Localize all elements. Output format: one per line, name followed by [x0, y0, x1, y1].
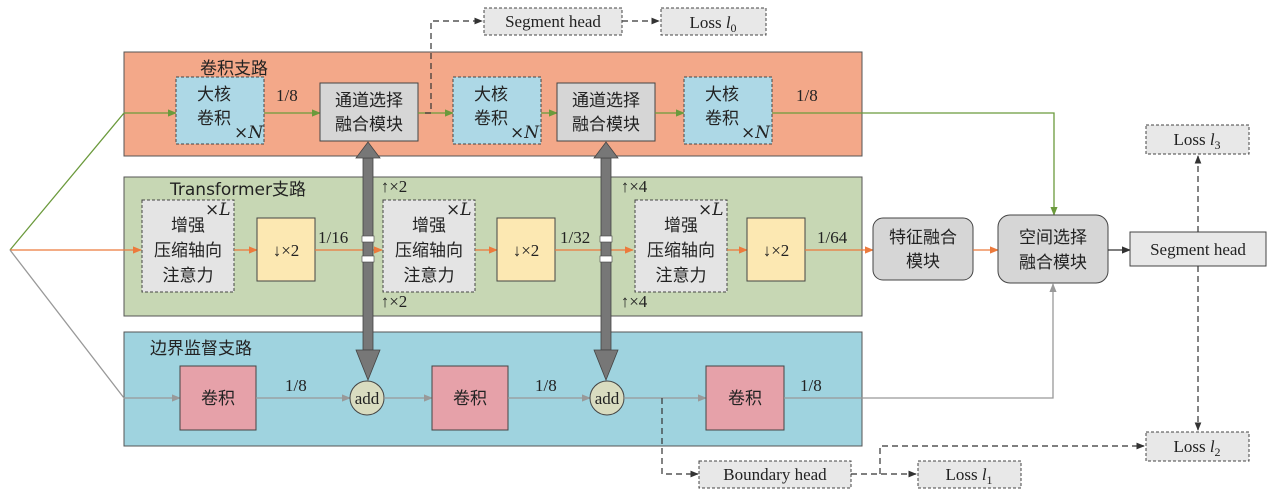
downsample-block-1: ↓×2 — [256, 217, 316, 282]
add-node-1: add — [349, 380, 385, 416]
segment-head-main: Segment head — [1129, 231, 1267, 267]
loss-l1: Loss l1 — [917, 460, 1022, 489]
aux-segment-head-path — [425, 17, 660, 114]
svg-text:×L: ×L — [446, 200, 472, 220]
svg-text:↓×2: ↓×2 — [513, 241, 540, 260]
boundary-ratio-1: 1/8 — [285, 376, 307, 395]
svg-text:卷积: 卷积 — [728, 389, 762, 409]
svg-text:特征融合: 特征融合 — [889, 228, 957, 248]
svg-text:压缩轴向: 压缩轴向 — [395, 241, 463, 261]
enhanced-axial-attention-3: ×L 增强 压缩轴向 注意力 — [634, 199, 728, 293]
segment-head-top: Segment head — [483, 7, 623, 36]
svg-text:大核: 大核 — [705, 85, 739, 105]
svg-text:Segment head: Segment head — [505, 12, 601, 31]
conv-branch-title: 卷积支路 — [200, 59, 268, 79]
svg-text:Loss l0: Loss l0 — [689, 13, 736, 35]
feature-fusion-module: 特征融合 模块 — [872, 217, 974, 281]
svg-text:注意力: 注意力 — [404, 266, 455, 286]
conv-ratio-2: 1/8 — [796, 86, 818, 105]
svg-text:↓×2: ↓×2 — [763, 241, 790, 260]
upsample-label-1b: ↑×2 — [381, 292, 408, 311]
downsample-block-2: ↓×2 — [496, 217, 556, 282]
svg-text:Boundary head: Boundary head — [723, 465, 827, 484]
loss-l3: Loss l3 — [1145, 124, 1250, 155]
svg-text:Segment head: Segment head — [1150, 240, 1246, 259]
boundary-conv-block-1: 卷积 — [179, 365, 257, 431]
svg-text:模块: 模块 — [906, 252, 940, 272]
transformer-ratio-2: 1/32 — [560, 228, 590, 247]
large-kernel-conv-block-2: 大核 卷积 ×N — [452, 76, 542, 145]
svg-text:增强: 增强 — [664, 216, 698, 236]
enhanced-axial-attention-2: ×L 增强 压缩轴向 注意力 — [382, 199, 476, 293]
svg-text:通道选择: 通道选择 — [335, 91, 403, 111]
boundary-conv-block-3: 卷积 — [705, 365, 785, 431]
svg-text:空间选择: 空间选择 — [1019, 228, 1087, 248]
boundary-head: Boundary head — [698, 460, 852, 489]
svg-text:卷积: 卷积 — [201, 389, 235, 409]
upsample-label-2b: ↑×4 — [621, 292, 648, 311]
svg-text:注意力: 注意力 — [656, 266, 707, 286]
large-kernel-conv-block-1: 大核 卷积 ×N — [175, 76, 265, 145]
boundary-ratio-3: 1/8 — [800, 376, 822, 395]
cross-link-arrow-2 — [593, 141, 619, 382]
svg-text:×N: ×N — [741, 123, 771, 143]
cross-link-arrow-1 — [355, 141, 381, 382]
svg-text:压缩轴向: 压缩轴向 — [154, 241, 222, 261]
enhanced-axial-attention-1: ×L 增强 压缩轴向 注意力 — [141, 199, 235, 293]
svg-text:融合模块: 融合模块 — [572, 115, 640, 135]
svg-text:卷积: 卷积 — [453, 389, 487, 409]
loss-l0: Loss l0 — [660, 7, 767, 36]
loss-l2: Loss l2 — [1145, 431, 1250, 462]
downsample-block-3: ↓×2 — [746, 217, 806, 282]
svg-text:×N: ×N — [234, 123, 264, 143]
svg-text:卷积: 卷积 — [474, 109, 508, 129]
add-node-2: add — [589, 380, 625, 416]
svg-text:Loss l1: Loss l1 — [945, 465, 992, 487]
large-kernel-conv-block-3: 大核 卷积 ×N — [683, 76, 773, 145]
upsample-label-1a: ↑×2 — [381, 177, 408, 196]
svg-text:add: add — [595, 389, 620, 408]
svg-text:↓×2: ↓×2 — [273, 241, 300, 260]
svg-text:大核: 大核 — [197, 85, 231, 105]
channel-fusion-module-1: 通道选择 融合模块 — [319, 82, 419, 142]
svg-text:Loss l3: Loss l3 — [1173, 130, 1220, 152]
svg-text:融合模块: 融合模块 — [1019, 253, 1087, 273]
upsample-label-2a: ↑×4 — [621, 177, 648, 196]
svg-text:×N: ×N — [510, 123, 540, 143]
channel-fusion-module-2: 通道选择 融合模块 — [556, 82, 656, 142]
svg-text:注意力: 注意力 — [163, 266, 214, 286]
svg-text:增强: 增强 — [412, 216, 446, 236]
transformer-branch-title: Transformer支路 — [169, 180, 306, 200]
boundary-branch-title: 边界监督支路 — [150, 339, 252, 359]
transformer-ratio-3: 1/64 — [817, 228, 848, 247]
svg-text:×L: ×L — [205, 200, 231, 220]
transformer-ratio-1: 1/16 — [318, 228, 348, 247]
svg-text:增强: 增强 — [171, 216, 205, 236]
boundary-ratio-2: 1/8 — [535, 376, 557, 395]
input-fanout — [9, 109, 181, 402]
svg-text:add: add — [355, 389, 380, 408]
spatial-selection-fusion-module: 空间选择 融合模块 — [997, 214, 1109, 284]
svg-text:通道选择: 通道选择 — [572, 91, 640, 111]
svg-text:压缩轴向: 压缩轴向 — [647, 241, 715, 261]
svg-text:卷积: 卷积 — [705, 109, 739, 129]
conv-ratio-1: 1/8 — [276, 86, 298, 105]
svg-text:Loss l2: Loss l2 — [1173, 437, 1220, 459]
svg-text:融合模块: 融合模块 — [335, 115, 403, 135]
svg-text:×L: ×L — [698, 200, 724, 220]
svg-text:卷积: 卷积 — [197, 109, 231, 129]
boundary-conv-block-2: 卷积 — [431, 365, 509, 431]
svg-text:大核: 大核 — [474, 85, 508, 105]
